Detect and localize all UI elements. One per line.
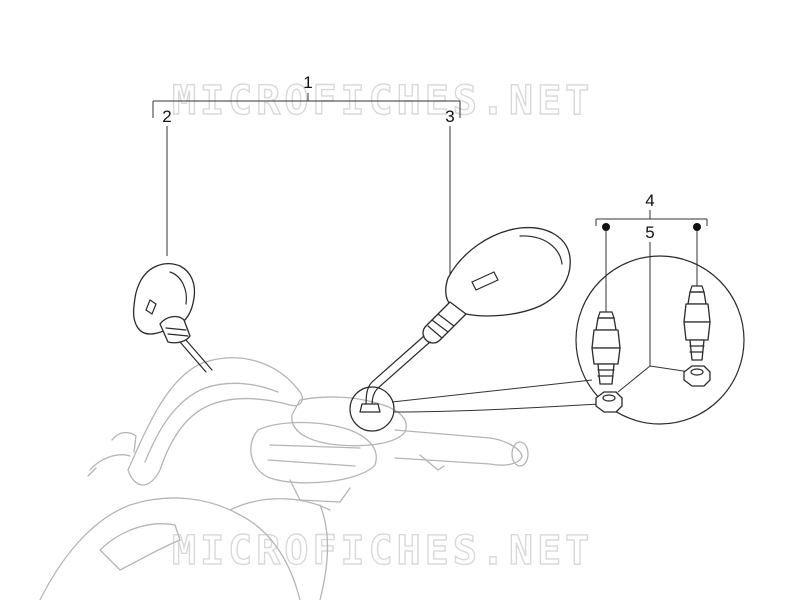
callout-3: 3 (445, 107, 454, 126)
watermark-bottom: MICROFICHES.NET (172, 528, 593, 574)
callout-group-3: 3 (445, 107, 455, 282)
nut-right (683, 365, 711, 387)
mirror-adapter-right (683, 285, 711, 387)
callout-4: 4 (645, 191, 654, 210)
callout-1: 1 (303, 73, 312, 92)
callout-group-5: 5 (617, 223, 691, 393)
callout-group-1: 1 (152, 73, 461, 118)
callout-5: 5 (645, 223, 654, 242)
bullet-dot-right (693, 223, 701, 231)
left-mirror (132, 263, 213, 373)
scooter-front-outline (39, 357, 529, 600)
detail-magnifier (349, 255, 745, 432)
callout-group-2: 2 (162, 107, 172, 256)
right-mirror (359, 226, 571, 413)
bullet-dot-left (602, 223, 610, 231)
nut-left (595, 391, 623, 413)
callout-group-4: 4 (595, 191, 708, 312)
callout-2: 2 (162, 107, 171, 126)
mirror-adapter-left (591, 311, 623, 413)
